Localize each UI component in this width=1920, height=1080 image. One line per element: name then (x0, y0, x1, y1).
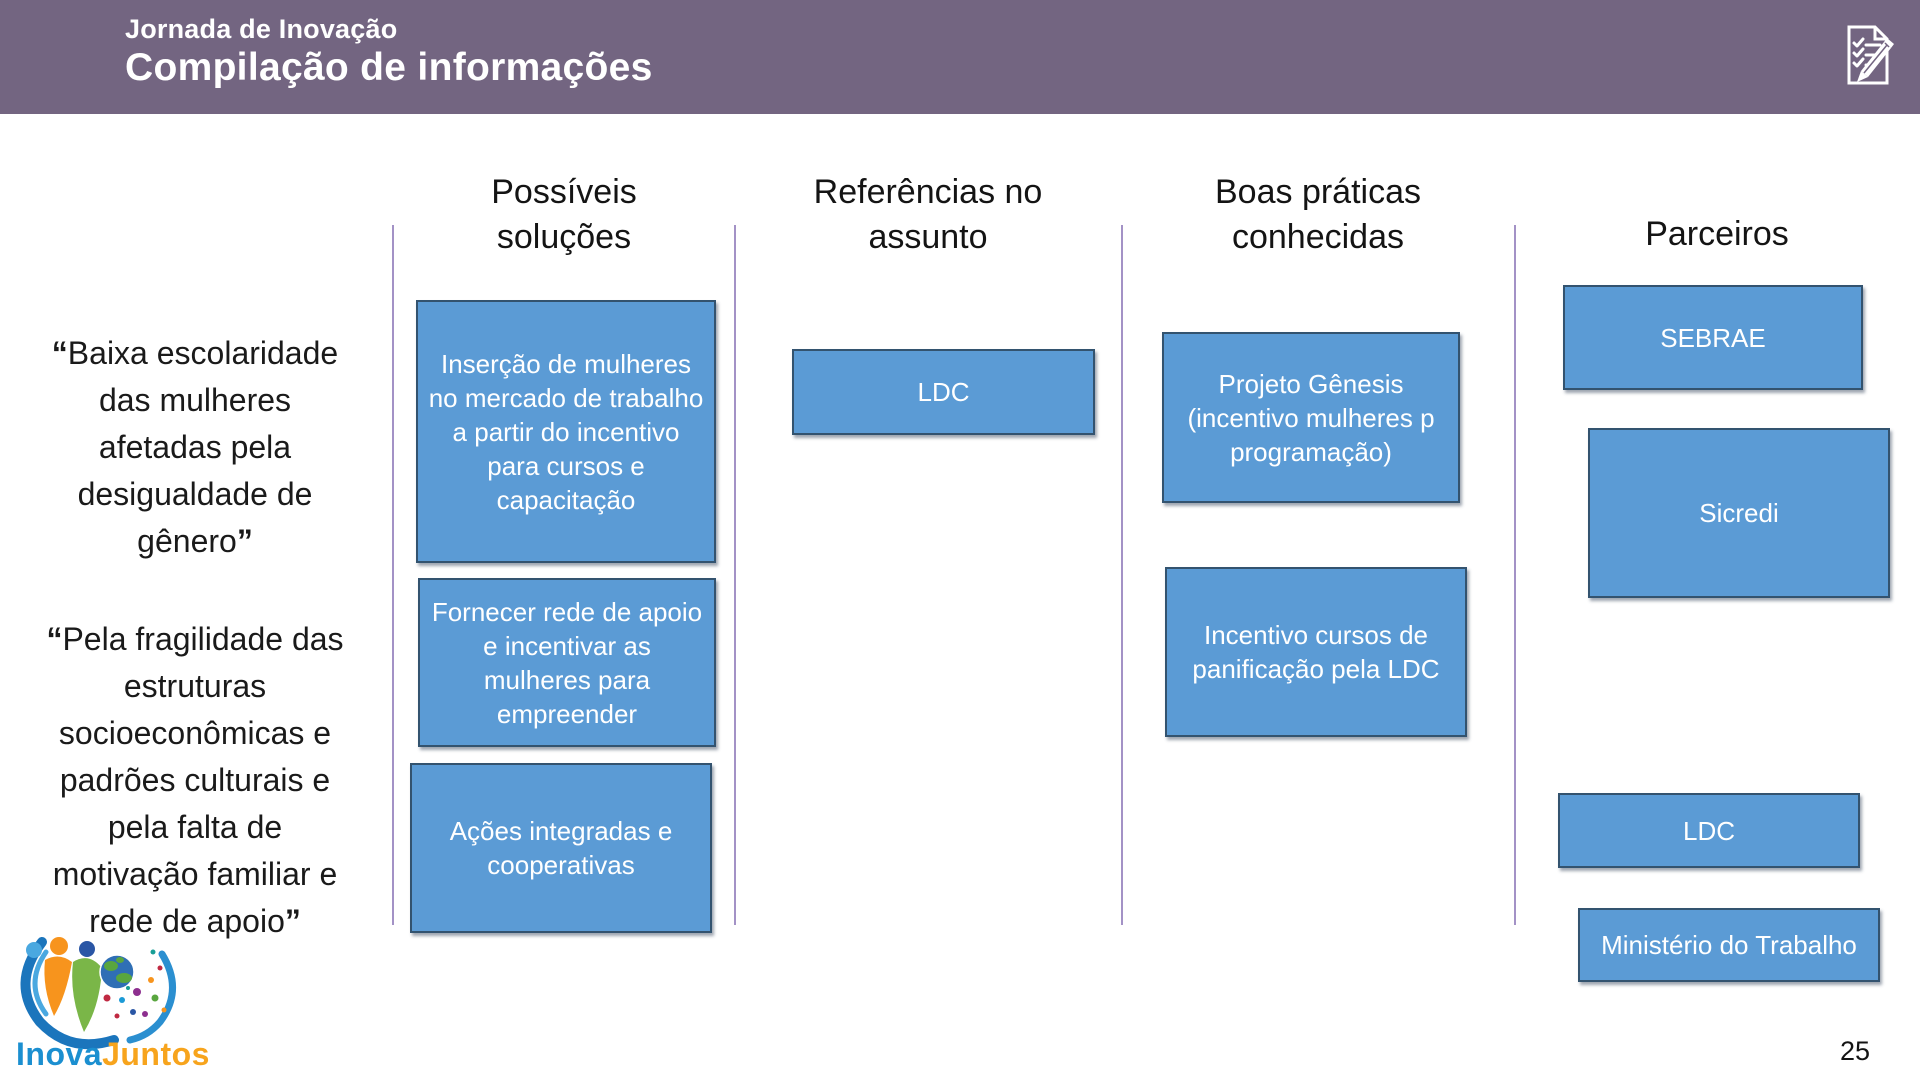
column-header-possiveis-solucoes: Possíveis soluções (491, 173, 637, 256)
card-solucao-acoes-integradas: Ações integradas e cooperativas (410, 763, 712, 933)
card-solucao-rede-apoio: Fornecer rede de apoio e incentivar as m… (418, 578, 716, 747)
column-divider (1514, 225, 1516, 925)
checklist-pencil-icon (1847, 25, 1894, 85)
logo-text-inova: Inova (16, 1036, 103, 1072)
card-boa-pratica-panificacao: Incentivo cursos de panificação pela LDC (1165, 567, 1467, 737)
card-referencia-ldc: LDC (792, 349, 1095, 435)
quote-baixa-escolaridade: “Baixa escolaridade das mulheres afetada… (51, 335, 339, 559)
page-title: Compilação de informações (125, 46, 653, 89)
column-header-referencias: Referências no assunto (813, 173, 1043, 256)
card-parceiro-ministerio-trabalho: Ministério do Trabalho (1578, 908, 1880, 982)
open-quote: “ (51, 335, 68, 371)
close-quote: ” (284, 903, 301, 939)
card-solucao-insercao-mulheres: Inserção de mulheres no mercado de traba… (416, 300, 716, 563)
logo-text-juntos: Juntos (102, 1036, 210, 1072)
header-band: Jornada de Inovação Compilação de inform… (0, 0, 1920, 114)
open-quote: “ (46, 621, 63, 657)
inovajuntos-wordmark: InovaJuntos (16, 1036, 210, 1073)
card-boa-pratica-projeto-genesis: Projeto Gênesis (incentivo mulheres p pr… (1162, 332, 1460, 503)
column-divider (1121, 225, 1123, 925)
column-divider (734, 225, 736, 925)
card-parceiro-sicredi: Sicredi (1588, 428, 1890, 598)
inovajuntos-logo-icon (20, 937, 176, 1050)
column-header-boas-praticas: Boas práticas conhecidas (1215, 173, 1421, 256)
page-number: 25 (1840, 1036, 1871, 1066)
card-parceiro-sebrae: SEBRAE (1563, 285, 1863, 390)
slide-pretitle: Jornada de Inovação (125, 14, 398, 44)
card-parceiro-ldc: LDC (1558, 793, 1860, 868)
close-quote: ” (236, 523, 253, 559)
column-divider (392, 225, 394, 925)
quote-fragilidade-estruturas: “Pela fragilidade das estruturas socioec… (46, 621, 344, 939)
column-header-parceiros: Parceiros (1645, 215, 1789, 253)
